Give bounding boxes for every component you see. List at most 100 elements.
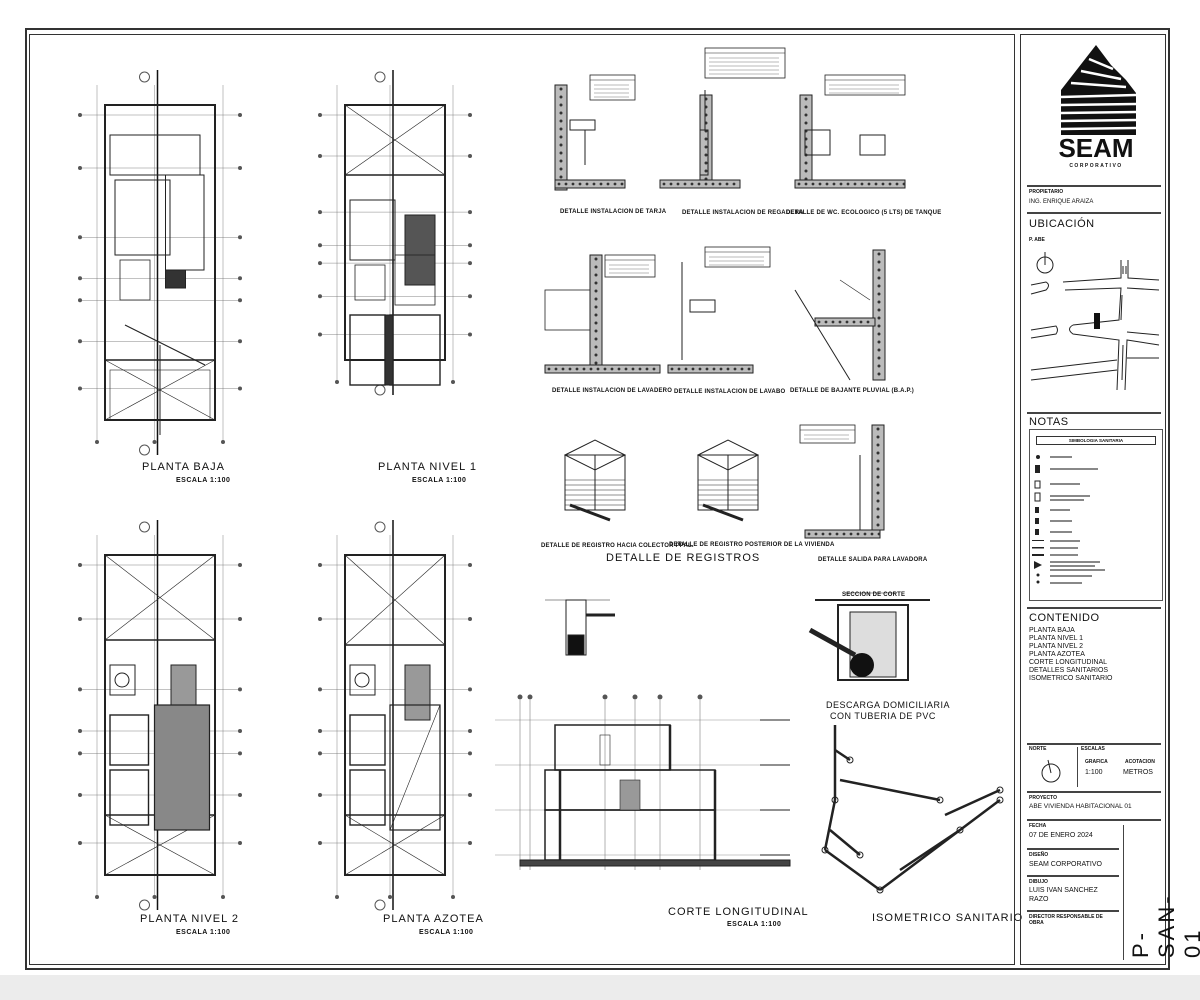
hatch-dot [876, 491, 880, 495]
hatch-dot [797, 182, 801, 186]
hatch-dot [814, 532, 818, 536]
grid-axis-marker [468, 617, 472, 621]
units-value: METROS [1123, 769, 1153, 776]
line-work [349, 714, 386, 766]
date-value: 07 DE ENERO 2024 [1029, 832, 1093, 839]
hatch-dot [876, 515, 880, 519]
units-label: ACOTACION [1125, 759, 1155, 765]
plan-outline [344, 104, 446, 361]
register-box [727, 454, 759, 511]
hatch-dot [877, 292, 881, 296]
plan-title: PLANTA BAJA [142, 461, 225, 473]
hatch-dot [853, 182, 857, 186]
line-work [165, 269, 186, 289]
hatch-dot [704, 145, 708, 149]
grid-axis-marker [238, 276, 242, 281]
hatch-dot [876, 475, 880, 479]
hatch-dot [876, 467, 880, 471]
fixture [114, 672, 130, 688]
plan-scale: ESCALA 1:100 [176, 477, 231, 484]
hatch-dot [842, 532, 846, 536]
hatch-dot [594, 361, 598, 365]
line-work [544, 289, 591, 331]
line-work [109, 369, 211, 421]
line-work [704, 246, 771, 268]
grid-axis-marker [468, 261, 472, 266]
line-work [389, 704, 441, 831]
line-work [569, 119, 596, 131]
plan-outline [344, 554, 446, 876]
ground-line [519, 859, 791, 867]
hatch-dot [835, 532, 839, 536]
hatch-dot [559, 167, 563, 171]
grid-axis-marker [152, 440, 157, 444]
hatch-dot [683, 182, 687, 186]
hatch-dot [877, 316, 881, 320]
hatch-dot [603, 367, 607, 371]
hatch-dot [690, 182, 694, 186]
grid-axis-marker [221, 895, 225, 899]
hatch-dot [554, 367, 558, 371]
hatch-dot [670, 367, 674, 371]
grid-axis-marker [318, 841, 322, 845]
grid-axis-marker [78, 841, 82, 845]
hatch-dot [676, 182, 680, 186]
hatch-dot [821, 532, 825, 536]
grid-axis-marker [602, 694, 608, 700]
legend-title: SIMBOLOGIA SANITARIA [1036, 436, 1156, 445]
grid-axis-marker [152, 895, 157, 899]
section-marker [139, 444, 150, 456]
pipe-fitting [846, 756, 854, 764]
drawn-by-value: RAZO [1029, 896, 1049, 903]
hatch-dot [747, 367, 751, 371]
section-marker [374, 899, 386, 911]
hatch-dot [704, 153, 708, 157]
line-work [567, 634, 585, 656]
grid-axis-marker [78, 339, 82, 344]
line-work [349, 769, 386, 826]
hatch-dot [594, 313, 598, 317]
line-work [544, 809, 716, 861]
line-work [344, 554, 446, 646]
line-work [109, 134, 201, 176]
grid-axis-marker [318, 751, 322, 756]
section-marker [374, 521, 386, 533]
line-work [699, 129, 709, 176]
hatch-dot [594, 257, 598, 261]
plan-scale: ESCALA 1:100 [176, 929, 231, 936]
grid-axis-marker [388, 895, 392, 899]
isometric-title: ISOMETRICO SANITARIO [872, 912, 1024, 924]
drawn-by-label: DIBUJO [1029, 879, 1048, 885]
hatch-dot [902, 182, 906, 186]
fixture [354, 672, 370, 688]
grid-axis-marker [451, 380, 455, 384]
hatch-dot [804, 121, 808, 125]
drawing-canvas [78, 47, 1004, 911]
grid-axis-marker [318, 793, 322, 797]
hatch-dot [594, 345, 598, 349]
grid-axis-marker [468, 563, 472, 567]
drawing-sheet: PLANTA BAJA ESCALA 1:100 PLANTA NIVEL 1 … [0, 0, 1200, 975]
north-arrow-icon [1041, 759, 1061, 783]
owner-label: PROPIETARIO [1029, 189, 1064, 195]
hatch-dot [876, 435, 880, 439]
hatch-dot [804, 169, 808, 173]
detail-group-title: DETALLE DE REGISTROS [606, 552, 761, 564]
hatch-dot [831, 320, 835, 324]
hatch-dot [825, 182, 829, 186]
hatch-dot [876, 483, 880, 487]
hatch-dot [594, 353, 598, 357]
grid-axis-marker [318, 243, 322, 248]
hatch-dot [877, 372, 881, 376]
line-work [349, 314, 386, 386]
scale-value: 1:100 [1085, 769, 1103, 776]
hatch-dot [817, 320, 821, 324]
hatch-dot [888, 182, 892, 186]
line-work [859, 134, 886, 156]
detail-label: DETALLE INSTALACION DE TARJA [560, 209, 667, 215]
hatch-dot [578, 182, 582, 186]
hatch-dot [877, 364, 881, 368]
line-work [702, 503, 744, 522]
hatch-dot [589, 367, 593, 371]
seam-logo: SEAM CORPORATIVO [1058, 45, 1137, 169]
